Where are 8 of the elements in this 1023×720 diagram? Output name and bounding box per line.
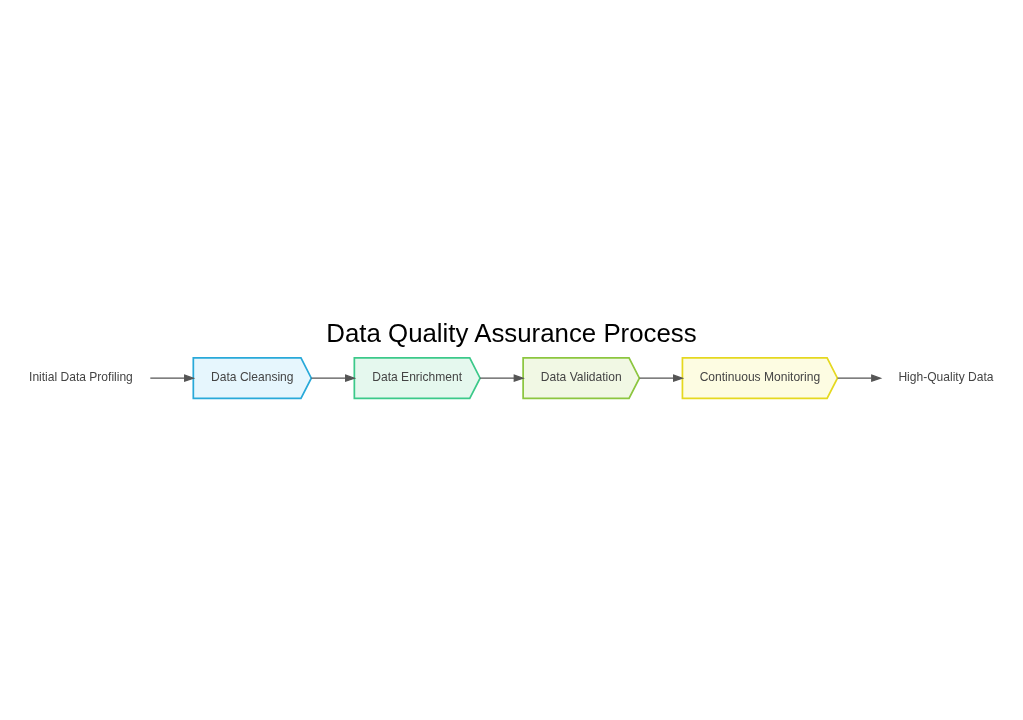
arrow bbox=[638, 373, 685, 382]
arrow bbox=[310, 373, 357, 382]
arrow bbox=[836, 373, 883, 382]
node-text: Initial Data Profiling bbox=[29, 369, 133, 384]
node-text: High-Quality Data bbox=[898, 369, 994, 384]
arrow bbox=[479, 373, 525, 382]
diagram-title: Data Quality Assurance Process bbox=[326, 318, 697, 347]
arrow bbox=[149, 373, 196, 382]
